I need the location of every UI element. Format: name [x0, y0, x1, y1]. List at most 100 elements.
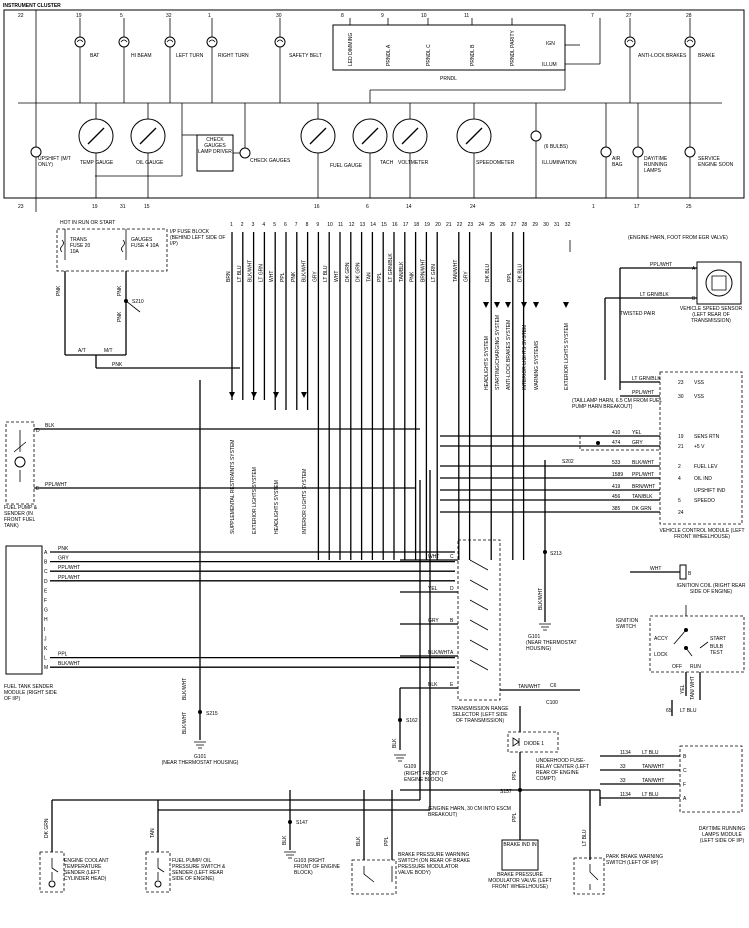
fuel-tank-sender-module: APNKBGRYCPPL/WHTDPPL/WHTEFGHIJKLPPLMBLK/…: [4, 545, 455, 702]
system-arrow: [563, 302, 569, 308]
wire-color-label: BLK/WHT: [302, 260, 308, 282]
system-arrow: [301, 392, 307, 398]
tank-wire-color: GRY: [58, 556, 69, 562]
s215-wire-upper: BLK/WHT: [182, 678, 188, 700]
trs-pin: B: [450, 618, 454, 624]
right-system-label: EXTERIOR LIGHTS SYSTEM: [564, 323, 570, 390]
left-system-label: EXTERIOR LIGHTS SYSTEM: [252, 467, 258, 534]
trs-pin: D: [450, 586, 454, 592]
temp-gauge-label: TEMP GAUGE: [80, 160, 114, 166]
right-system-label: WARNING SYSTEMS: [534, 340, 540, 390]
tank-wire-color: PPL/WHT: [58, 575, 80, 581]
gauges-pnk-label: PNK: [117, 285, 123, 296]
cluster-top-pin: 19: [76, 13, 82, 19]
oil-switch-wire: TAN: [150, 828, 156, 838]
tank-pin: I: [44, 627, 45, 633]
cluster-bottom-pin: 17: [634, 204, 640, 210]
cluster-top-pin: 27: [626, 13, 632, 19]
cluster-top-pin: 32: [166, 13, 172, 19]
s157-splice: S157 (ENGINE HARN, 30 CM INTO ESCM BREAK…: [400, 788, 601, 840]
trs-wire-color: GRY: [428, 618, 439, 624]
ignition-switch-label: IGNITION SWITCH: [616, 618, 639, 630]
gauges-fuse: GAUGES FUSE 4 10A: [121, 229, 159, 260]
vcm-color: LT GRN/BLK: [632, 376, 661, 382]
wire-color-label: LT BLU: [237, 265, 243, 282]
hot-in-run-label: HOT IN RUN OR START: [60, 220, 115, 226]
tank-pin: E: [44, 588, 48, 594]
wire-color-label: PNK: [291, 271, 297, 282]
tank-pin: K: [44, 646, 48, 652]
g109-note: (RIGHT FRONT OF ENGINE BLOCK): [404, 771, 448, 783]
wire-color-label: TAN/WHT: [453, 260, 459, 282]
vcm-circuit: 410: [612, 430, 621, 436]
prndl-col-label: PRNDL A: [386, 44, 392, 66]
drl-circuit: 1134: [620, 750, 631, 756]
trs-wire-color: WHT: [428, 554, 439, 560]
upshift-label: UPSHIFT (M/T ONLY): [38, 156, 71, 168]
vcm-color: BLK/WHT: [632, 460, 654, 466]
s162-label: S162: [406, 718, 418, 724]
drl-circuit: 33: [620, 764, 626, 770]
trs-blk-label: BLK: [392, 738, 398, 748]
bulb-right-turn-label: RIGHT TURN: [218, 53, 249, 59]
tank-pin: L: [44, 656, 47, 662]
bpws-blk-wire: BLK: [356, 836, 362, 846]
bulb-right-turn: RIGHT TURN: [206, 18, 249, 103]
brake-pressure-warning-switch: BLK PPL BRAKE PRESSURE WARNING SWITCH (O…: [351, 790, 470, 895]
diode-label: DIODE 1: [524, 741, 544, 747]
connector-pin: 30: [543, 222, 549, 228]
tank-pin: C: [44, 569, 48, 575]
oil-gauge-label: OIL GAUGE: [136, 160, 164, 166]
s215-note: (NEAR THERMOSTAT HOUSING): [161, 760, 239, 766]
drl-tan-wht: TAN/ WHT: [690, 676, 696, 700]
connector-pin: 7: [295, 222, 298, 228]
vcm-circuit: 533: [612, 460, 621, 466]
fuel-pump-sender: D E BLK PPL/WHT FUEL PUMP & SENDER (IN F…: [4, 421, 420, 529]
connector-pin: 13: [360, 222, 366, 228]
vcm-pin-name: VSS: [694, 394, 705, 400]
system-arrow: [251, 392, 257, 398]
s215-label: S215: [206, 711, 218, 717]
park-brake-wire: LT BLU: [582, 829, 588, 846]
system-arrow: [483, 302, 489, 308]
illumination-label: ILLUMINATION: [542, 160, 577, 166]
connector-pin: 18: [414, 222, 420, 228]
s213-wire: BLK/WHT: [538, 588, 544, 610]
trs-label: TRANSMISSION RANGE SELECTOR (LEFT SIDE O…: [451, 706, 509, 724]
fuse-relay-label: UNDERHOOD FUSE-RELAY CENTER (LEFT REAR O…: [536, 758, 590, 782]
wire-color-label: TAN/BLK: [399, 261, 405, 282]
system-arrow: [505, 302, 511, 308]
drl-module-label: DAYTIME RUNNING LAMPS MODULE (LEFT SIDE …: [698, 826, 746, 844]
prndl-col-label: PRNDL C: [426, 44, 432, 66]
bulb-safety-belt-label: SAFETY BELT: [289, 53, 322, 59]
left-system-label: SUPPLEMENTAL RESTRAINTS SYSTEM: [230, 440, 236, 534]
at-label: A/T: [78, 348, 86, 354]
airbag-bulb: AIR BAG: [600, 103, 623, 198]
g109-label: G109: [404, 764, 416, 770]
drl-pin: C: [683, 768, 687, 774]
tank-sender-pins: APNKBGRYCPPL/WHTDPPL/WHTEFGHIJKLPPLMBLK/…: [44, 546, 455, 671]
cluster-top-pin: 22: [18, 13, 24, 19]
vcm-pin-name: VSS: [694, 380, 705, 386]
bulb-anti-lock: ANTI-LOCK BRAKES: [624, 18, 687, 103]
connector-pin: 20: [435, 222, 441, 228]
vss-note: (ENGINE HARN, FOOT FROM EGR VALVE): [628, 235, 728, 241]
park-brake-label: PARK BRAKE WARNING SWITCH (LEFT OF I/P): [606, 854, 663, 866]
trans-fuse: TRANS FUSE 20 10A: [60, 229, 90, 260]
trans-pnk-label: PNK: [56, 285, 62, 296]
connector-pin: 21: [446, 222, 452, 228]
bulb-left-turn: LEFT TURN: [164, 18, 204, 103]
left-system-label: HEADLIGHTS SYSTEM: [274, 480, 280, 534]
s157-note: (ENGINE HARN, 30 CM INTO ESCM BREAKOUT): [428, 806, 511, 818]
cluster-top-pin: 5: [120, 13, 123, 19]
s213-ground-label: G101: [528, 634, 540, 640]
bulb-safety-belt: SAFETY BELT: [274, 18, 322, 103]
vehicle-speed-sensor: (ENGINE HARN, FOOT FROM EGR VALVE) A B V…: [569, 235, 742, 390]
mt-label: M/T: [104, 348, 113, 354]
service-engine-label: SERVICE ENGINE SOON: [698, 156, 734, 168]
s213-note: (NEAR THERMOSTAT HOUSING): [526, 640, 577, 652]
